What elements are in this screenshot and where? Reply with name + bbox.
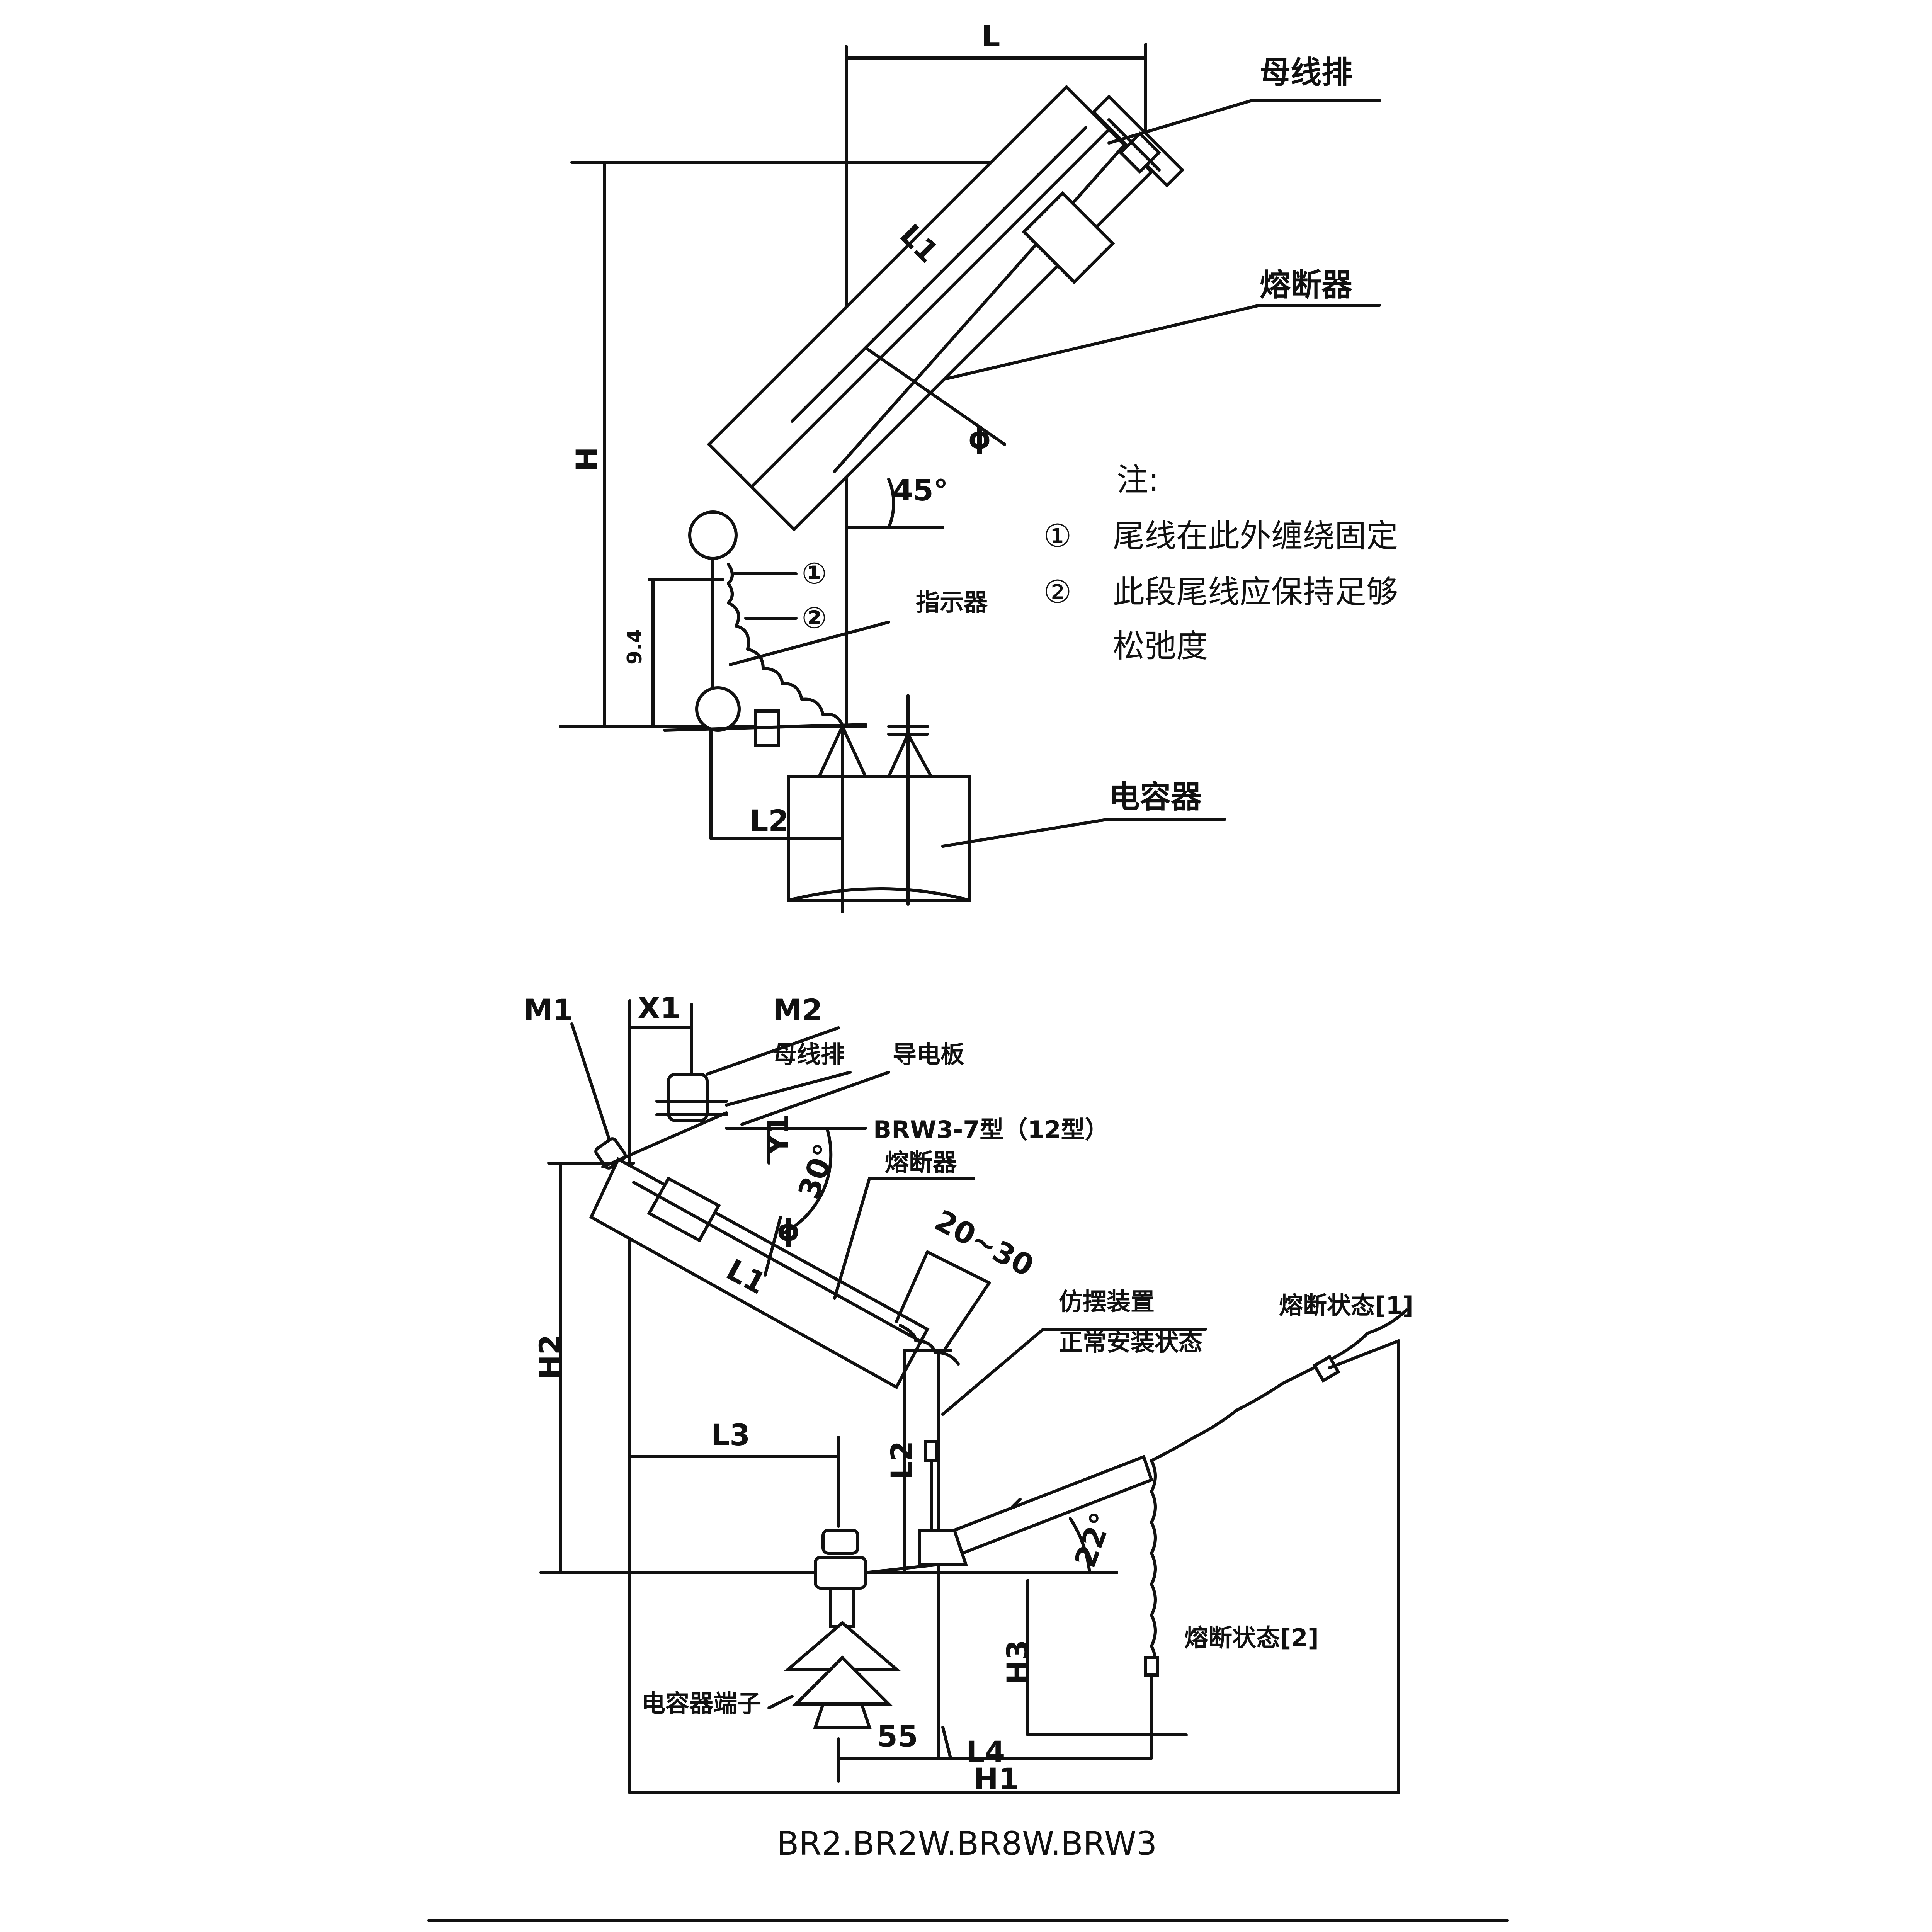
label-terminal: 电容器端子 [641,1689,761,1718]
label-anti-swing-1: 仿摆装置 [1059,1287,1155,1316]
dim-9-4: 9.4 [623,629,646,665]
dim-H: H [570,447,604,471]
angle-45: 45° [893,473,948,507]
terminal-nut-top [821,1529,859,1555]
dim-20-30: 20~30 [929,1203,1039,1283]
terminal-nut-mid [814,1556,867,1590]
dim-M1: M1 [524,993,573,1027]
blown-tip-2 [1144,1656,1159,1677]
dim-L4: L4 [966,1735,1005,1769]
dim-L2: L2 [750,803,789,838]
label-busbar-2: 母线排 [773,1040,845,1068]
angle-30: 30° [791,1139,843,1203]
top-diagram: L H ϕ L1 45° 母线排 熔断器 [559,19,1398,913]
dim-H3: H3 [1000,1640,1035,1685]
label-busbar: 母线排 [1260,54,1352,90]
label-model: BRW3-7型（12型） [873,1116,1109,1144]
dim-L: L [981,19,1000,53]
blown-arm-1 [952,1454,1154,1556]
caption: BR2.BR2W.BR8W.BRW3 [777,1825,1157,1862]
note-1: 尾线在此外缠绕固定 [1113,518,1398,554]
dim-L2-2: L2 [884,1441,919,1480]
terminal-stem [829,1587,855,1628]
label-blown-1: 熔断状态[1] [1279,1291,1413,1320]
note-title: 注: [1117,462,1159,498]
lower-ring [695,686,741,732]
dim-H1: H1 [974,1762,1019,1796]
label-fuse-2: 熔断器 [885,1148,957,1177]
label-indicator: 指示器 [916,588,988,616]
dim-X1: X1 [638,991,680,1025]
label-conductor-plate: 导电板 [893,1040,964,1068]
insulator-shed-3 [813,1702,872,1729]
angle-22: 22° [1068,1508,1119,1572]
swing-link [924,1440,939,1462]
marker-2: ② [802,600,827,635]
dim-M2: M2 [773,993,823,1027]
label-anti-swing-2: 正常安装状态 [1059,1328,1202,1356]
fuse-collar [1022,191,1115,284]
label-fuse: 熔断器 [1260,267,1353,303]
label-blown-2: 熔断状态[2] [1184,1624,1319,1652]
dim-H2: H2 [533,1335,567,1380]
tail-wire [727,563,846,732]
dim-L3: L3 [711,1418,750,1452]
bolt-stack [667,1073,709,1122]
label-capacitor: 电容器 [1109,779,1202,815]
hinge-base [918,1529,968,1566]
note-2-marker: ② [1043,574,1072,611]
marker-1: ① [802,556,827,590]
dim-55: 55 [877,1719,918,1753]
note-1-marker: ① [1043,518,1072,554]
dim-Y1: Y1 [761,1114,795,1156]
ring-terminal [688,510,738,560]
dim-phi: ϕ [968,421,992,455]
bottom-diagram: M1 X1 M2 母线排 导电板 BRW3-7型（12型） Y1 H2 30° [427,991,1509,1922]
note-2-line2: 松弛度 [1113,628,1208,665]
note-2-line1: 此段尾线应保持足够 [1113,574,1398,611]
blown-tip-1 [1312,1354,1340,1383]
